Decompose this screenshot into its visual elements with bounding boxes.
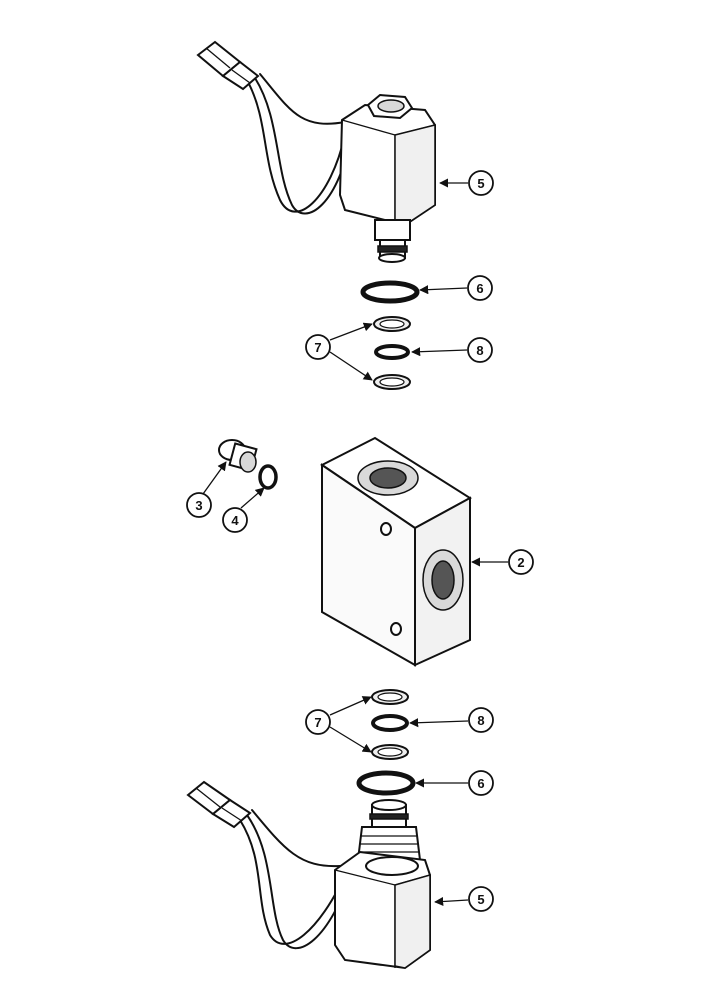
callout-label: 8 — [477, 713, 484, 728]
callout-label: 6 — [476, 281, 483, 296]
callout-label: 7 — [314, 340, 321, 355]
bottom-oring-small — [371, 714, 409, 732]
bottom-backup-ring-2 — [371, 744, 409, 760]
bottom-solenoid-coil — [186, 780, 431, 970]
callout-plug-oring: 4 — [222, 507, 248, 533]
callout-bottom-backup-rings: 7 — [305, 709, 331, 735]
top-connector — [196, 40, 260, 91]
callout-label: 2 — [517, 555, 524, 570]
plug-oring — [258, 464, 278, 490]
callout-label: 4 — [231, 513, 239, 528]
callout-bottom-solenoid: 5 — [468, 886, 494, 912]
callout-top-solenoid: 5 — [468, 170, 494, 196]
callout-label: 8 — [476, 343, 483, 358]
callout-bottom-oring-large: 6 — [468, 770, 494, 796]
callout-label: 3 — [195, 498, 202, 513]
callout-valve-body: 2 — [508, 549, 534, 575]
callout-label: 5 — [477, 892, 484, 907]
plug — [218, 439, 258, 473]
callout-label: 5 — [477, 176, 484, 191]
top-solenoid-coil — [196, 40, 436, 263]
top-backup-ring-2 — [373, 374, 411, 390]
callout-label: 7 — [314, 715, 321, 730]
bottom-connector — [186, 780, 252, 829]
valve-body — [320, 436, 472, 667]
callout-top-oring-small: 8 — [467, 337, 493, 363]
callout-top-oring-large: 6 — [467, 275, 493, 301]
callout-leaders — [202, 178, 508, 907]
callout-label: 6 — [477, 776, 484, 791]
top-backup-ring-1 — [373, 316, 411, 332]
bottom-backup-ring-1 — [371, 689, 409, 705]
bottom-oring-large — [356, 770, 416, 796]
top-oring-large — [360, 280, 420, 304]
callout-top-backup-rings: 7 — [305, 334, 331, 360]
callout-bottom-oring-small: 8 — [468, 707, 494, 733]
top-oring-small — [374, 344, 410, 360]
callout-plug: 3 — [186, 492, 212, 518]
